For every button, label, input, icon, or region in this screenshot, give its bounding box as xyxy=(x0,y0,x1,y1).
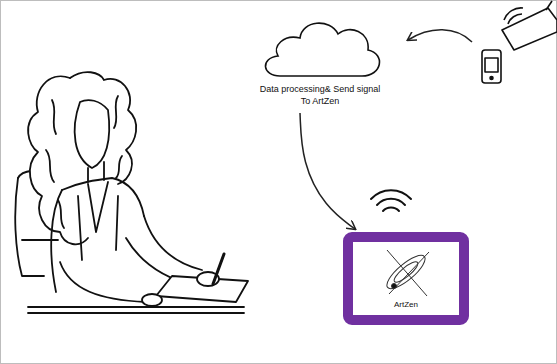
camera-signal xyxy=(504,8,523,24)
right-arm xyxy=(144,216,202,270)
wifi-symbol xyxy=(371,190,411,211)
jacket-lines xyxy=(78,196,118,260)
hair xyxy=(70,72,136,184)
hair-curls xyxy=(46,96,122,228)
pen xyxy=(213,254,224,284)
cctv-camera xyxy=(502,8,557,50)
phone-screen xyxy=(485,58,498,72)
cross-lines xyxy=(387,250,429,296)
phone xyxy=(482,50,501,83)
shoulders xyxy=(62,178,144,216)
face xyxy=(75,100,110,168)
input-arrow xyxy=(408,30,472,42)
camera-phone-icon xyxy=(482,1,557,83)
woman-drawing xyxy=(15,72,248,313)
wifi-arc xyxy=(371,190,411,199)
cloud-outline xyxy=(265,23,379,76)
cloud-shape xyxy=(250,18,390,80)
device-label: ArtZen xyxy=(394,300,418,310)
wifi-arc xyxy=(383,208,399,211)
dot xyxy=(392,284,397,289)
left-arm xyxy=(60,262,146,302)
phone-button xyxy=(490,77,493,80)
left-hand xyxy=(142,294,162,306)
flow-arrow xyxy=(300,113,355,229)
screen-drawing xyxy=(353,242,459,300)
chair-arm xyxy=(22,239,58,241)
device-node: ArtZen xyxy=(343,232,469,325)
wifi-arc xyxy=(377,199,405,205)
cloud-node: Data processing& Send signal To ArtZen xyxy=(250,18,390,110)
cloud-label: Data processing& Send signal To ArtZen xyxy=(257,84,383,107)
camera-mount xyxy=(546,1,552,10)
jacket-side xyxy=(51,190,62,292)
desk-edge xyxy=(28,307,244,313)
jacket-lapel xyxy=(88,182,108,232)
